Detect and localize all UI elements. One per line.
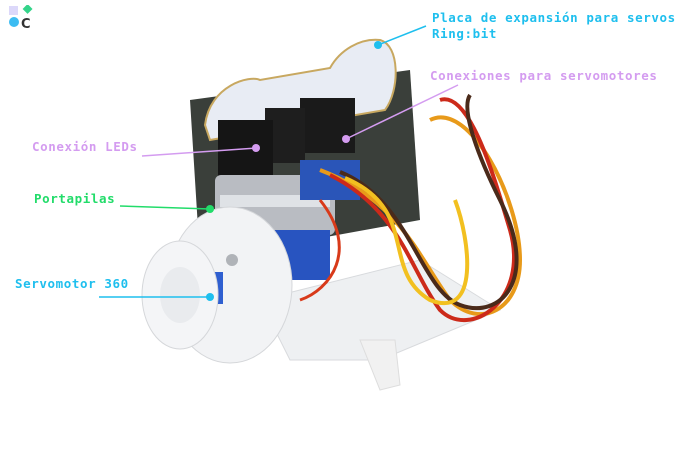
logo-square-icon xyxy=(9,6,18,15)
logo-diamond-icon xyxy=(22,3,33,14)
battery-callout-dot xyxy=(206,205,214,213)
servo-connections-callout-line xyxy=(345,84,459,140)
label-ringbit-line2: Ring:bit xyxy=(432,26,498,41)
ringbit-callout-line xyxy=(377,25,427,46)
label-led-connection: Conexión LEDs xyxy=(32,139,138,154)
led-callout-line xyxy=(141,147,257,157)
servo360-callout-dot xyxy=(206,293,214,301)
label-battery-holder: Portapilas xyxy=(34,191,116,206)
servo-connector xyxy=(300,98,355,153)
logo-circle-icon xyxy=(9,17,19,27)
led-callout-dot xyxy=(252,144,260,152)
label-ringbit-line1: Placa de expansión para servos xyxy=(432,10,676,25)
label-servo-connections: Conexiones para servomotores xyxy=(430,68,658,83)
brand-logo: C xyxy=(8,3,34,32)
servo-connections-callout-dot xyxy=(342,135,350,143)
label-servo-360: Servomotor 360 xyxy=(15,276,129,291)
ringbit-callout-dot xyxy=(374,41,382,49)
label-ringbit: Placa de expansión para servos Ring:bit xyxy=(432,10,676,42)
battery-callout-line xyxy=(119,205,211,210)
logo-letter: C xyxy=(21,17,31,31)
